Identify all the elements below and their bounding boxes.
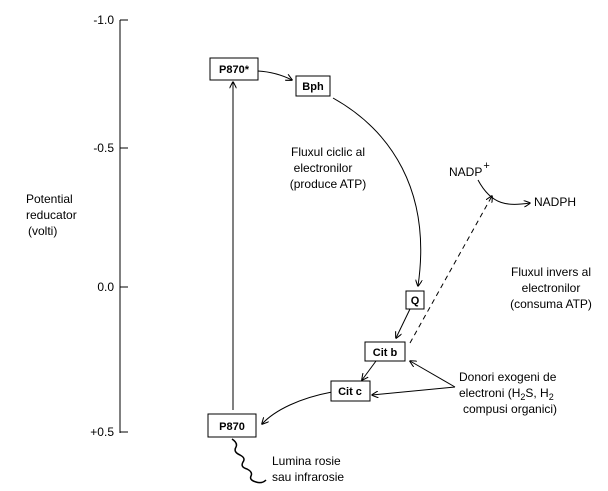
cyclic-flow-label: Fluxul ciclic al electronilor (produce A… [290, 145, 366, 191]
svg-text:Lumina rosie: Lumina rosie [272, 454, 341, 468]
reverse-flow-dashed-arrow [409, 196, 492, 344]
node-label: Q [411, 295, 420, 307]
svg-text:(produce ATP): (produce ATP) [290, 177, 366, 191]
svg-text:electroni (H2S, H2: electroni (H2S, H2 [459, 386, 554, 402]
svg-text:compusi organici): compusi organici) [463, 402, 557, 416]
citb-to-citc-arrow [362, 360, 377, 380]
node-label: Cit b [373, 347, 398, 359]
citc-to-p870-arrow [262, 391, 333, 424]
donor-to-citb-arrow [410, 361, 456, 388]
svg-text:Fluxul ciclic al: Fluxul ciclic al [291, 145, 365, 159]
nadp-to-nadph-arrow [477, 179, 530, 204]
svg-text:(consuma ATP): (consuma ATP) [510, 297, 592, 311]
node-label: P870 [219, 421, 245, 433]
node-label: P870* [219, 64, 250, 76]
nadp-label: NADP+ [449, 160, 490, 179]
svg-text:electronilor: electronilor [294, 161, 353, 175]
q-to-citb-arrow [396, 308, 411, 338]
node-q: Q [405, 290, 425, 310]
bph-to-q-arrow [332, 97, 421, 286]
reverse-flow-label: Fluxul invers al electronilor (consuma A… [510, 265, 592, 311]
axis-tick-label: -0.5 [93, 141, 114, 155]
node-cit-c: Cit c [330, 380, 371, 402]
svg-text:electronilor: electronilor [522, 281, 581, 295]
exogenous-donors-label: Donori exogeni de electroni (H2S, H2 com… [459, 370, 557, 416]
node-label: Cit c [338, 386, 362, 398]
p870-to-bph-arrow [257, 70, 292, 80]
node-label: Bph [302, 81, 324, 93]
flow-arrows [231, 70, 530, 484]
potential-axis: -1.0 -0.5 0.0 +0.5 Potential reducator (… [26, 13, 128, 439]
axis-tick-label: +0.5 [90, 425, 114, 439]
axis-label: Potential [26, 192, 73, 206]
axis-tick-label: -1.0 [93, 13, 114, 27]
light-source-label: Lumina rosie sau infrarosie [272, 454, 344, 484]
axis-tick-label: 0.0 [97, 280, 114, 294]
light-wave-icon [231, 438, 267, 484]
nadph-label: NADPH [534, 195, 576, 209]
svg-text:Fluxul invers al: Fluxul invers al [511, 265, 591, 279]
node-bph: Bph [295, 75, 331, 97]
donor-to-citc-arrow [372, 386, 456, 395]
node-p870: P870 [207, 413, 257, 438]
node-p870-excited: P870* [209, 57, 259, 81]
axis-label: reducator [26, 208, 77, 222]
svg-text:sau infrarosie: sau infrarosie [272, 470, 344, 484]
axis-label: (volti) [28, 224, 57, 238]
svg-text:Donori exogeni de: Donori exogeni de [459, 370, 557, 384]
node-cit-b: Cit b [364, 341, 406, 362]
